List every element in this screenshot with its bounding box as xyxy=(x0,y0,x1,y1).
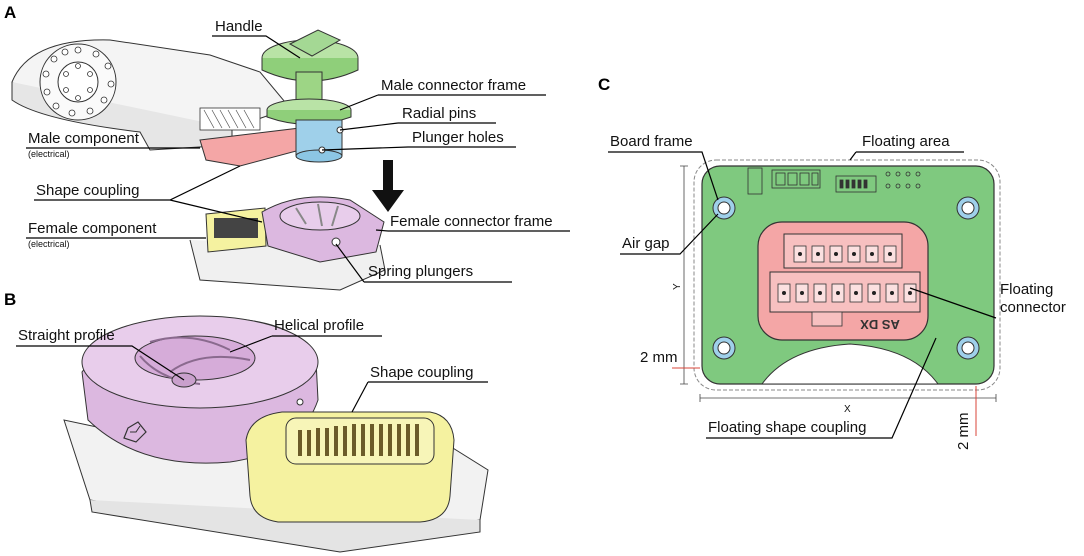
panel-a-label: A xyxy=(4,3,16,22)
shape-coupling-b-label: Shape coupling xyxy=(370,364,473,381)
panel-a: A xyxy=(4,3,570,291)
two-mm-left-label: 2 mm xyxy=(640,349,678,366)
dimension-lines xyxy=(672,165,997,436)
spring-plungers-label: Spring plungers xyxy=(368,263,473,280)
male-component-shape xyxy=(199,127,301,167)
male-base-plate xyxy=(11,39,291,151)
radial-pins-shape xyxy=(295,119,344,163)
female-connector-frame-label: Female connector frame xyxy=(390,213,553,230)
board-frame-label: Board frame xyxy=(610,133,693,150)
shape-coupling-b-shape xyxy=(245,411,455,523)
floating-connector-shape: AS DX xyxy=(757,221,929,341)
helical-profile-label: Helical profile xyxy=(274,317,364,334)
female-component-sub-label: (electrical) xyxy=(28,239,70,249)
plunger-holes-label: Plunger holes xyxy=(412,129,504,146)
small-components xyxy=(747,167,921,195)
panel-b: B xyxy=(4,290,489,553)
panel-c: C xyxy=(598,75,1066,450)
female-assembly-a xyxy=(189,196,386,291)
panel-c-label: C xyxy=(598,75,610,94)
axis-y-label: Y xyxy=(672,283,683,290)
floating-connector-label-line2: connector xyxy=(1000,299,1066,316)
male-connector-frame-label: Male connector frame xyxy=(381,77,526,94)
radial-pins-label: Radial pins xyxy=(402,105,476,122)
axis-x-label: X xyxy=(844,404,851,415)
male-component-label: Male component xyxy=(28,130,140,147)
handle-label: Handle xyxy=(215,18,263,35)
board-outline xyxy=(693,159,1001,391)
board-cutout xyxy=(761,343,939,385)
two-mm-bottom-label: 2 mm xyxy=(955,413,972,451)
female-component-label: Female component xyxy=(28,220,157,237)
straight-profile-label: Straight profile xyxy=(18,327,115,344)
floating-connector-label-line1: Floating xyxy=(1000,281,1053,298)
floating-shape-coupling-label: Floating shape coupling xyxy=(708,419,866,436)
air-gap-label: Air gap xyxy=(622,235,670,252)
shape-coupling-a-label: Shape coupling xyxy=(36,182,139,199)
male-component-sub-label: (electrical) xyxy=(28,149,70,159)
panel-b-label: B xyxy=(4,290,16,309)
connector-marking-text: AS DX xyxy=(860,317,900,332)
floating-area-label: Floating area xyxy=(862,133,950,150)
down-arrow-icon xyxy=(372,160,404,212)
mounting-holes xyxy=(712,196,980,360)
hatched-section xyxy=(199,107,261,131)
